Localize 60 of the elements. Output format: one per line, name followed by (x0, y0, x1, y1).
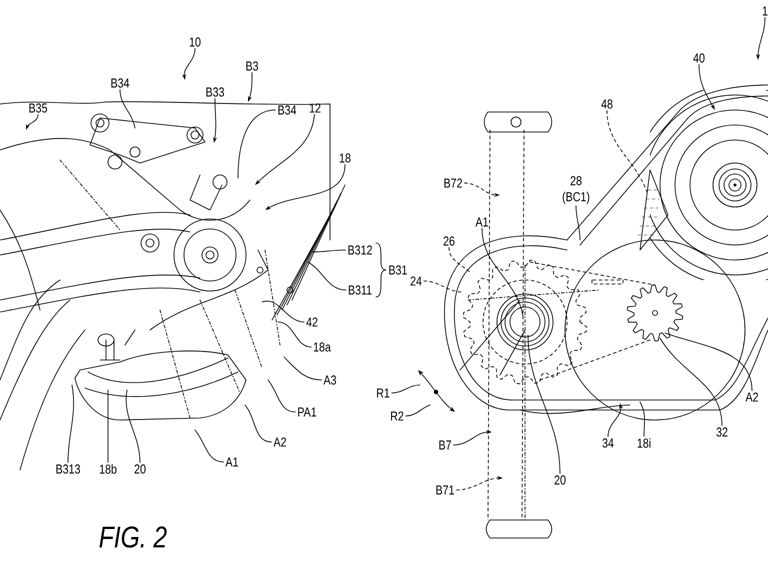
callout-number: 18b (100, 464, 116, 474)
callout-number: B72 (444, 178, 462, 188)
callout-number: 24 (410, 276, 422, 286)
callout-number: 18 (340, 153, 350, 163)
callout-number: B34 (278, 105, 296, 115)
callout-number: 20 (554, 475, 566, 485)
callout-number: A2 (746, 392, 758, 402)
callout-number: 32 (716, 427, 728, 437)
callout-number: 40 (693, 53, 705, 63)
callout-number: 26 (444, 236, 454, 246)
callout-number: 42 (306, 317, 318, 327)
leader-line (68, 384, 74, 463)
leader-line (391, 384, 420, 394)
callout-number: PA1 (298, 408, 316, 416)
callout-number: 28 (BC1) (562, 176, 590, 204)
callout-number: B35 (29, 103, 48, 113)
callout-number: B312 (348, 245, 372, 255)
callout-number: 18i (638, 438, 650, 448)
leader-line (284, 356, 322, 380)
leader-line (606, 110, 648, 192)
leader-line (120, 89, 136, 128)
callout-number: 48 (601, 99, 612, 109)
callout-number: A3 (324, 375, 336, 385)
callout-number: B313 (56, 464, 80, 474)
callout-number: 34 (602, 438, 614, 448)
leader-line (423, 280, 464, 292)
leader-line (660, 338, 722, 426)
leader-line (194, 430, 224, 462)
callout-number: 10 (190, 37, 201, 47)
leader-line (308, 262, 346, 290)
callout-number: A2 (274, 437, 286, 447)
callout-number: B311 (348, 285, 372, 295)
leader-line (405, 404, 430, 416)
callout-number: 20 (134, 464, 146, 474)
leader-line (244, 404, 272, 442)
leader-line (664, 332, 752, 391)
leader-line (278, 322, 312, 348)
callout-number: R1 (377, 388, 390, 398)
figure-caption: FIG. 2 (100, 526, 167, 548)
leader-line (126, 390, 140, 463)
leader-line (482, 228, 524, 316)
callout-number: 1 (762, 6, 768, 16)
callout-number: B7 (439, 440, 451, 450)
leader-line (238, 110, 276, 178)
callout-number: B3 (246, 61, 258, 71)
callout-number: R2 (391, 411, 404, 421)
leader-line (312, 250, 346, 252)
leader-line (640, 402, 645, 437)
leader-line (268, 380, 296, 412)
leader-line (262, 300, 305, 322)
callout-number: 18a (314, 342, 331, 352)
leader-line (448, 247, 470, 272)
callout-number: A1 (226, 458, 238, 466)
callout-number: B33 (206, 87, 224, 97)
callout-number: B34 (111, 78, 130, 88)
leader-line (576, 205, 580, 240)
leader-line (528, 334, 560, 474)
callout-number: B71 (436, 486, 454, 494)
callout-label: B31 (389, 265, 407, 275)
callout-number: A1 (476, 218, 488, 226)
